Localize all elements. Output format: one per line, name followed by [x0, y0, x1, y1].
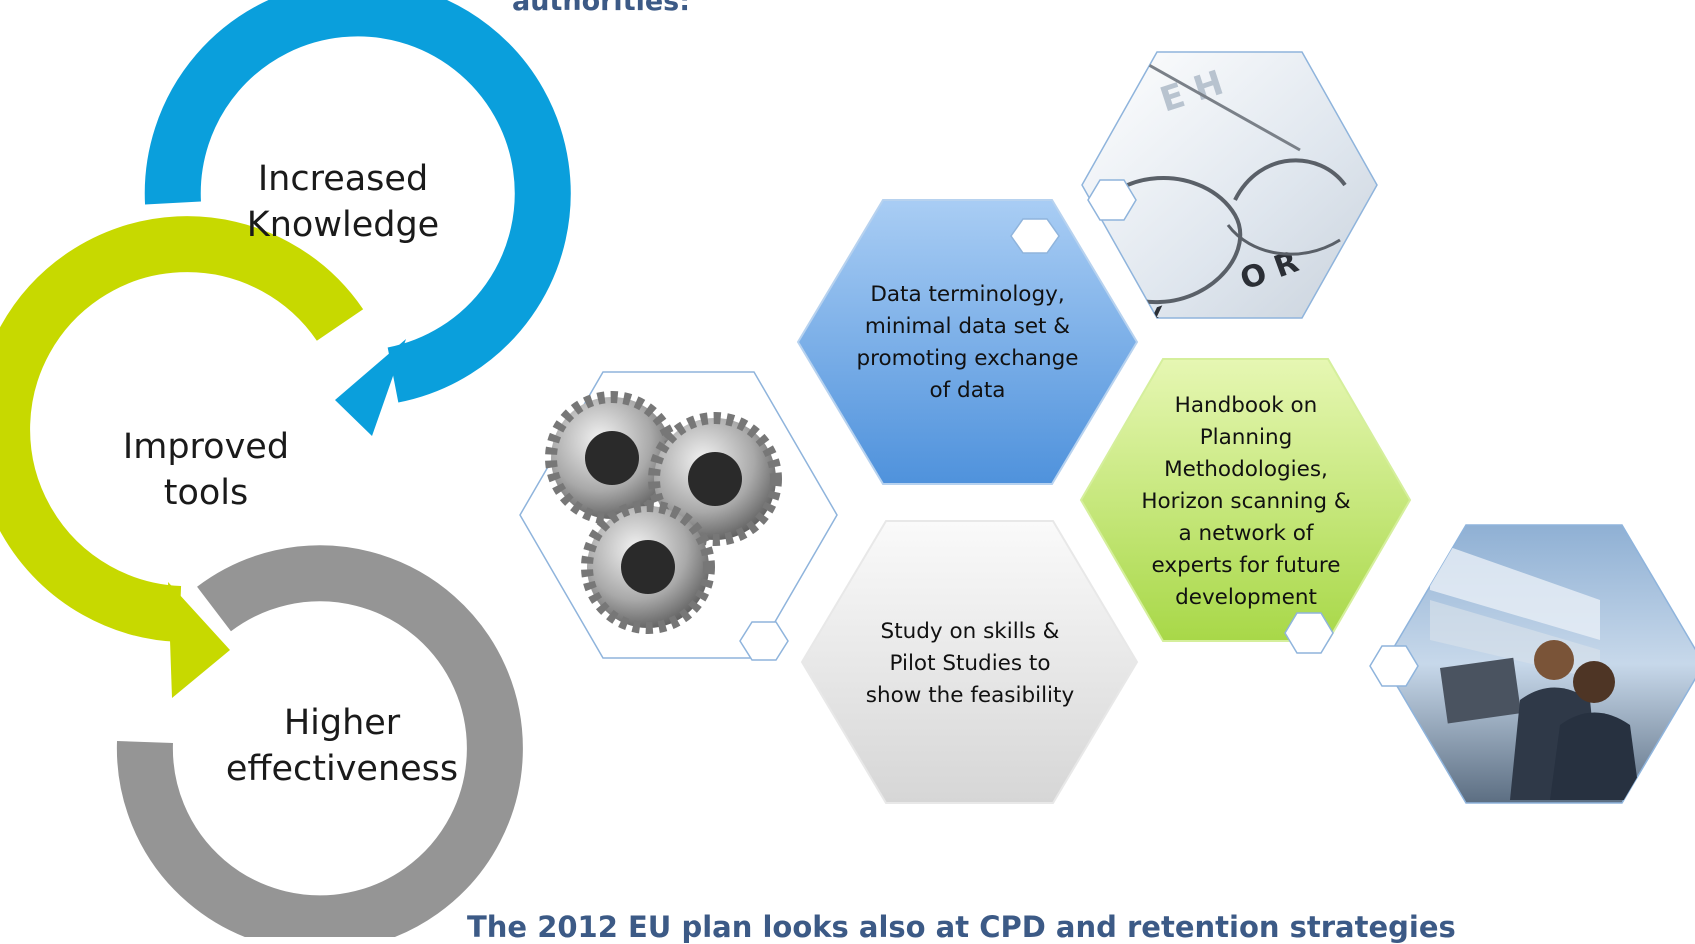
cycle-arc-effectiveness	[116, 545, 523, 937]
gears-image	[519, 371, 838, 661]
gears-icon	[545, 391, 782, 634]
small-hex-marker	[1010, 218, 1060, 254]
hex-label-handbook: Handbook on Planning Methodologies, Hori…	[1141, 393, 1351, 610]
small-hex-marker	[1369, 645, 1419, 687]
small-hex-marker	[739, 621, 789, 661]
section-heading: authorities:	[512, 0, 691, 17]
hex-label-study: Study on skills & Pilot Studies to show …	[865, 619, 1075, 708]
businessmen-image	[1369, 524, 1695, 804]
businessmen-computer-icon	[1430, 540, 1640, 800]
cycle-label-tools: Improved tools	[122, 427, 290, 513]
small-hex-marker	[1284, 612, 1334, 654]
hex-data-terminology	[796, 199, 1139, 485]
cycle-arrow-knowledge	[144, 0, 571, 436]
cycle-arrow-tools	[0, 216, 364, 698]
footer-text: The 2012 EU plan looks also at CPD and r…	[467, 910, 1456, 944]
small-hex-marker	[1087, 179, 1137, 221]
cycle-label-knowledge: Increased Knowledge	[246, 159, 440, 245]
cycle-label-effectiveness: Higher effectiveness	[225, 703, 459, 789]
hex-label-data: Data terminology, minimal data set & pro…	[856, 282, 1079, 403]
hex-handbook	[1079, 358, 1412, 642]
eyeglasses-image: E H O R K	[1081, 51, 1378, 319]
hex-study	[800, 520, 1139, 804]
